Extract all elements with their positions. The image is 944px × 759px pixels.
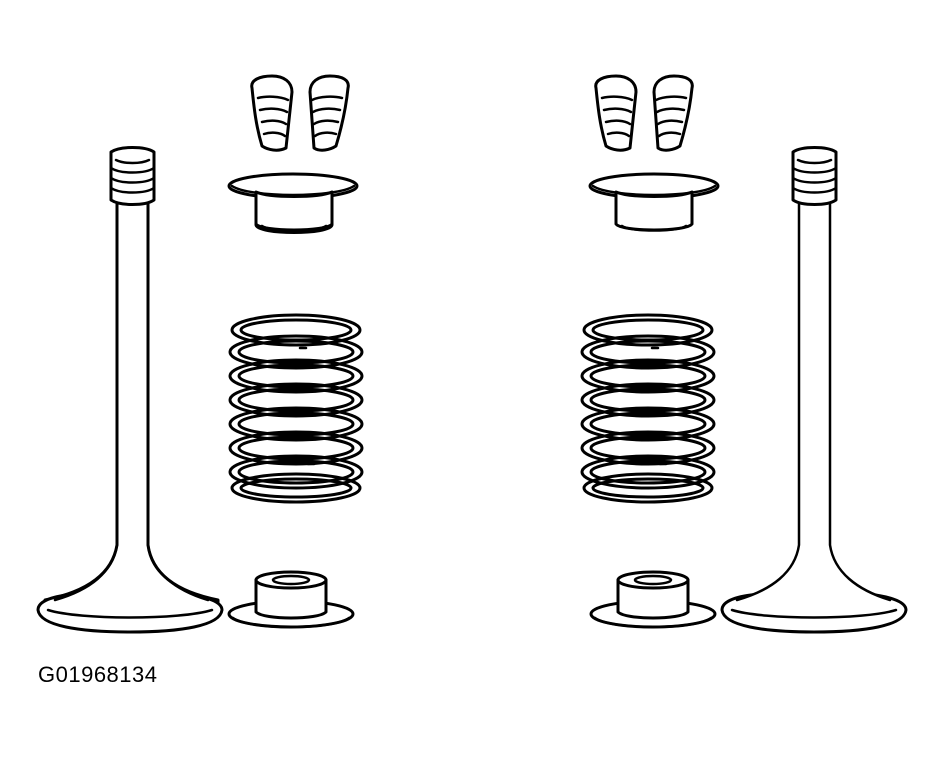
right-valve-assembly <box>580 74 908 634</box>
left-valve-spring <box>228 313 364 504</box>
right-spring-retainer <box>588 172 720 232</box>
right-valve-keepers <box>594 74 694 152</box>
right-valve-spring <box>580 313 716 504</box>
right-valve <box>720 146 908 634</box>
left-spring-seat <box>227 570 355 629</box>
left-valve-keepers <box>250 74 350 152</box>
right-spring-seat <box>589 570 717 629</box>
left-valve-assembly <box>36 74 364 634</box>
left-spring-retainer <box>227 172 359 234</box>
left-valve <box>36 146 224 634</box>
figure-id-label: G01968134 <box>38 662 158 687</box>
